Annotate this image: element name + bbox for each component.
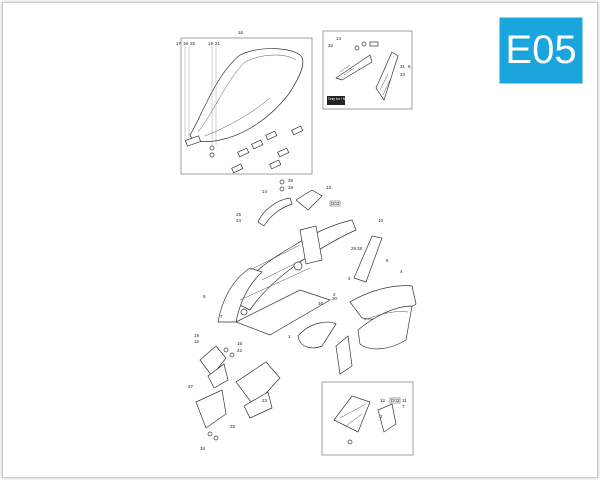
rear-subframe [217,219,357,336]
inset-callout-32: 32 [328,43,334,48]
callout-7: 7 [220,314,223,319]
inset-callout-31: 31 [400,64,406,69]
seat-fasteners [184,125,304,174]
inset-callout-7: 7 [402,404,405,409]
inset-note-tag [327,96,345,105]
tail-panels [297,321,353,375]
callout-14: 14 [262,189,268,194]
inset-side-cover [335,41,399,101]
inset-callout-33: 33 [400,72,406,77]
callout-16: 16 [238,30,244,35]
seat-group-box [180,37,313,175]
callout-10: 10 [378,218,384,223]
callout-17: 17 [176,41,182,46]
callout-25b: 25 [230,424,236,429]
callout-34: 34 [200,446,206,451]
callout-26: 26 [190,41,196,46]
callout-19b: 19 [194,333,200,338]
callout-12: 12 [194,339,200,344]
ref-tag-a [329,200,341,207]
callout-35: 35 [318,301,324,306]
callout-30: 30 [332,296,338,301]
inset-box-top [322,30,413,110]
inset-bracket-detail [333,395,397,445]
callout-29b: 29 [351,246,357,251]
footrest-brackets [195,345,281,441]
inset-callout-2: 2 [380,414,383,419]
inset-callout-12: 12 [380,398,386,403]
callout-22: 22 [237,348,243,353]
inset-note: Only for / NC MT09 [328,97,357,101]
callout-28: 28 [288,185,294,190]
ref-tag-b-text: D03 [391,398,400,403]
inset-callout-14: 14 [336,36,342,41]
callout-3: 3 [348,276,351,281]
callout-29: 29 [288,178,294,183]
callout-19: 19 [208,41,214,46]
callout-27: 27 [188,384,194,389]
section-code-badge: E05 [499,17,583,84]
right-side-covers [349,235,417,350]
callout-20: 2 [333,292,336,297]
callout-24: 24 [236,218,242,223]
callout-23: 23 [262,398,268,403]
inset-box-bottom [321,381,414,456]
callout-5: 5 [386,258,389,263]
callout-21: 21 [215,41,221,46]
callout-25: 25 [236,212,242,217]
callout-8: 8 [203,294,206,299]
ref-tag-b [389,397,401,404]
callout-13: 13 [326,185,332,190]
inset-callout-6: 6 [408,64,411,69]
seat [189,48,304,142]
callout-4: 4 [400,269,403,274]
ref-tag-a-text: D03 [331,201,340,206]
callout-28b: 28 [357,246,363,251]
inset-callout-11: 11 [402,398,407,403]
callout-15: 15 [237,341,243,346]
tail-handle [257,179,323,227]
callout-18: 18 [183,41,189,46]
callout-1: 1 [288,334,291,339]
